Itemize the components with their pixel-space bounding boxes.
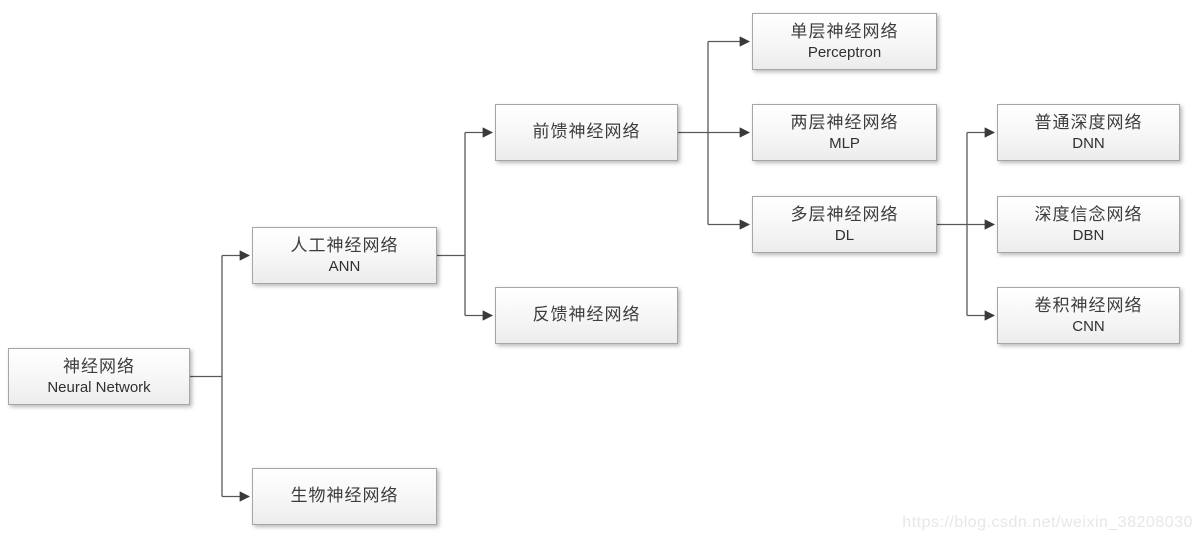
edge-dl-trunk (937, 132, 968, 316)
node-perceptron-label-zh: 单层神经网络 (790, 21, 899, 41)
node-neural-network-label-zh: 神经网络 (63, 356, 135, 376)
node-feedback-label-zh: 反馈神经网络 (532, 305, 641, 325)
node-mlp-label-en: MLP (829, 134, 860, 152)
node-dl-label-en: DL (834, 226, 855, 244)
node-dbn: 深度信念网络 DBN (997, 196, 1180, 253)
node-neural-network: 神经网络 Neural Network (8, 348, 190, 405)
edge-feedforward-trunk (678, 41, 709, 225)
node-cnn: 卷积神经网络 CNN (997, 287, 1180, 344)
node-cnn-label-zh: 卷积神经网络 (1034, 295, 1143, 315)
node-dnn-label-en: DNN (1072, 134, 1105, 152)
node-cnn-label-en: CNN (1072, 317, 1105, 335)
node-perceptron: 单层神经网络 Perceptron (752, 13, 937, 70)
node-feedforward-label-zh: 前馈神经网络 (532, 122, 641, 142)
node-dnn: 普通深度网络 DNN (997, 104, 1180, 161)
node-dbn-label-en: DBN (1072, 226, 1105, 244)
node-biological-neural-network: 生物神经网络 (252, 468, 437, 525)
node-biological-label-zh: 生物神经网络 (290, 486, 399, 506)
node-ann: 人工神经网络 ANN (252, 227, 437, 284)
node-dl: 多层神经网络 DL (752, 196, 937, 253)
node-dbn-label-zh: 深度信念网络 (1034, 204, 1143, 224)
node-dl-label-zh: 多层神经网络 (790, 204, 899, 224)
node-perceptron-label-en: Perceptron (807, 43, 882, 61)
node-neural-network-label-en: Neural Network (47, 378, 151, 396)
node-mlp: 两层神经网络 MLP (752, 104, 937, 161)
node-mlp-label-zh: 两层神经网络 (790, 112, 899, 132)
csdn-watermark: https://blog.csdn.net/weixin_38208030 (902, 514, 1193, 531)
node-dnn-label-zh: 普通深度网络 (1034, 112, 1143, 132)
node-ann-label-zh: 人工神经网络 (290, 235, 399, 255)
edge-root-trunk (190, 255, 223, 497)
node-ann-label-en: ANN (328, 257, 361, 275)
edge-ann-trunk (437, 132, 466, 316)
node-feedforward-neural-network: 前馈神经网络 (495, 104, 678, 161)
node-feedback-neural-network: 反馈神经网络 (495, 287, 678, 344)
